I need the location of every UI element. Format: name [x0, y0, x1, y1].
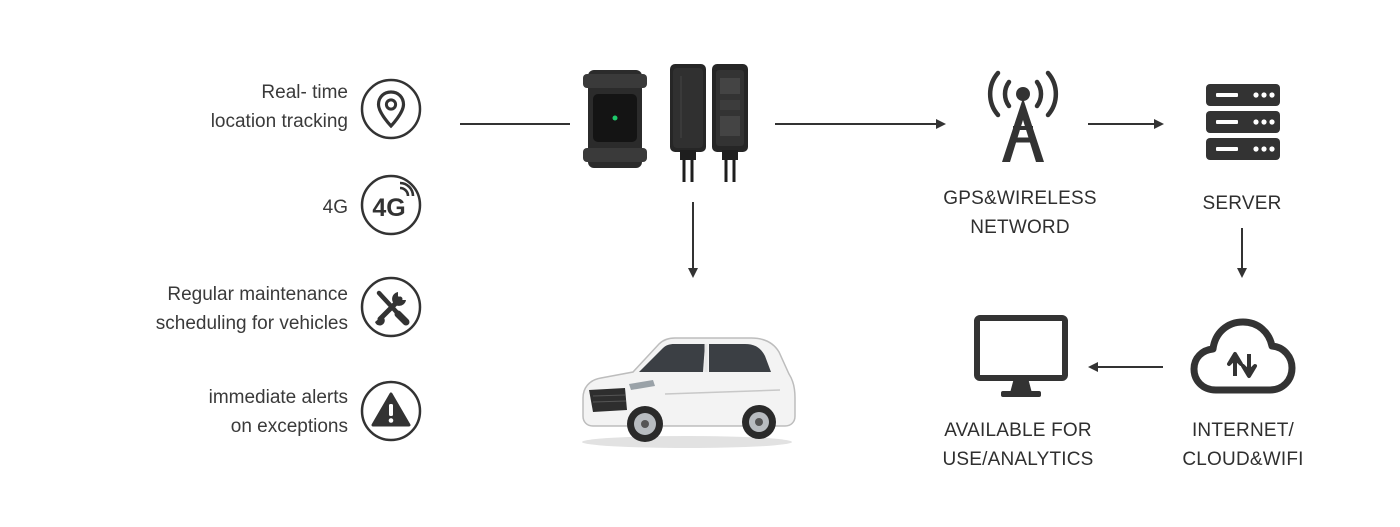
cloud-upload-download-icon	[1190, 318, 1296, 394]
server-rack-icon	[1206, 84, 1280, 160]
warning-triangle-icon	[360, 380, 422, 442]
feature-label-4g: 4G	[322, 197, 348, 218]
gps-tracker-devices	[580, 62, 770, 184]
feature-label-location-tracking: Real- time location tracking	[210, 82, 348, 132]
suv-car-image	[575, 328, 800, 450]
tracker-slim-device-back	[712, 64, 748, 182]
tracker-slim-device-front	[670, 64, 706, 182]
analytics-label: AVAILABLE FOR USE/ANALYTICS	[942, 420, 1094, 470]
network-label: GPS&WIRELESS NETWORD	[943, 188, 1097, 238]
status-led-icon	[612, 115, 618, 121]
svg-text:4G: 4G	[372, 194, 405, 222]
wrench-screwdriver-icon	[360, 276, 422, 338]
4g-signal-icon: 4G	[360, 174, 422, 236]
tracker-box-device	[583, 70, 647, 168]
location-pin-icon	[360, 78, 422, 140]
feature-label-alerts: immediate alerts on exceptions	[208, 387, 348, 437]
feature-label-maintenance: Regular maintenance scheduling for vehic…	[155, 284, 348, 334]
cloud-label: INTERNET/ CLOUD&WIFI	[1182, 420, 1304, 470]
monitor-icon	[974, 315, 1068, 399]
antenna-tower-icon	[976, 68, 1070, 164]
server-label: SERVER	[1202, 193, 1282, 214]
